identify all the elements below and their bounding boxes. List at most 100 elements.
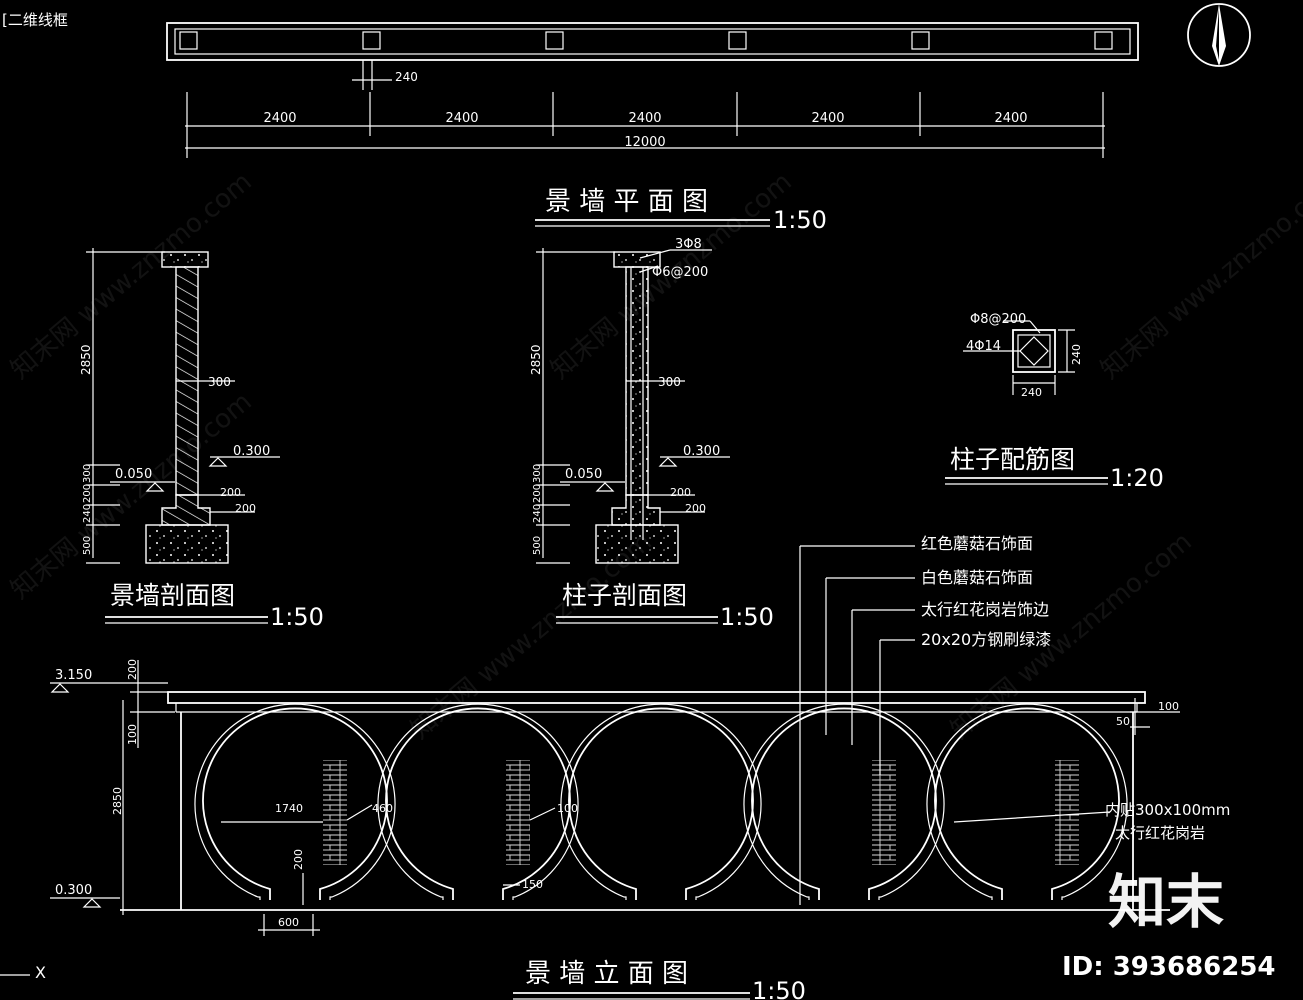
- wall-section-title: 景墙剖面图: [110, 581, 235, 610]
- arch-edge-dim: 150: [522, 878, 543, 891]
- wall-step-dim: 200: [220, 486, 241, 499]
- column-height-dim: 2850: [529, 344, 543, 375]
- wall-width-dim: 300: [208, 375, 231, 389]
- level-marker-icon: [145, 482, 165, 492]
- level-marker-icon: [658, 457, 678, 467]
- plan-title: 景 墙 平 面 图: [545, 187, 708, 217]
- material-leader-label: 太行红花岗岩饰边: [921, 600, 1049, 619]
- level-marker-icon: [208, 457, 228, 467]
- arch-opening: [926, 703, 1128, 900]
- column-left-dim: 200: [532, 484, 543, 503]
- level-marker-icon: [595, 482, 615, 492]
- north-arrow-icon: [1187, 3, 1251, 67]
- plan-span-dim: 2400: [263, 111, 296, 126]
- material-leader-label: 20x20方钢刷绿漆: [921, 630, 1051, 649]
- plan-span-dim: 2400: [628, 111, 661, 126]
- material-leader-label: 白色蘑菇石饰面: [921, 568, 1033, 587]
- viewport-label[interactable]: [二维线框: [2, 11, 68, 29]
- ucs-x-label: X: [35, 963, 46, 982]
- rebar-width-dim: 240: [1021, 386, 1042, 399]
- elev-height-dim: 2850: [111, 787, 124, 815]
- elevation-title: 景 墙 立 面 图: [525, 959, 688, 989]
- arch-opening: 100 150: [377, 703, 579, 900]
- column-section: 3Φ8 Φ6@200 2850 300 200 240 500 300 0.30…: [529, 237, 774, 631]
- ucs-icon: X: [0, 963, 46, 982]
- column-step-dim: 200: [670, 486, 691, 499]
- wall-level-ground: 0.050: [115, 467, 152, 482]
- column-level-ground: 0.050: [565, 467, 602, 482]
- plan-total-dim: 12000: [624, 135, 665, 150]
- plan-post: [362, 31, 381, 50]
- plan-scale: 1:50: [773, 206, 827, 234]
- wall-section-scale: 1:50: [270, 603, 324, 631]
- watermark-text: 知末网 www.znzmo.com: [5, 167, 257, 386]
- plan-view: 240 2400 2400 2400 2400 2400 12000 景 墙 平…: [166, 22, 1139, 234]
- granite-note-line1: 内贴300x100mm: [1105, 801, 1230, 819]
- rebar-depth-dim: 240: [1070, 344, 1083, 365]
- column-footing: [595, 524, 679, 564]
- plan-span-dim: 2400: [994, 111, 1027, 126]
- granite-note-line2: 太行红花岗岩: [1115, 824, 1205, 842]
- wall-level-top: 0.300: [233, 444, 270, 459]
- elev-right-dim: 50: [1116, 715, 1130, 728]
- elevation-cap: [167, 691, 1146, 704]
- brand-logo: 知末: [1108, 868, 1224, 936]
- column-rebar-main: 3Φ8: [675, 237, 702, 252]
- material-leader-label: 红色蘑菇石饰面: [921, 534, 1033, 553]
- level-marker-icon: [50, 683, 70, 693]
- wall-height-dim: 2850: [79, 344, 93, 375]
- column-step-dim: 200: [685, 502, 706, 515]
- plan-post: [545, 31, 564, 50]
- rebar-scale: 1:20: [1110, 464, 1164, 492]
- plan-outline: [166, 22, 1139, 61]
- rebar-stirrup-label: Φ8@200: [970, 312, 1026, 327]
- arch-border-dim: 460: [372, 802, 393, 815]
- plan-post: [911, 31, 930, 50]
- arch-opening: [743, 703, 945, 900]
- elevation-scale: 1:50: [752, 977, 806, 1000]
- wall-step-dim: 200: [235, 502, 256, 515]
- plan-span-dim: 2400: [445, 111, 478, 126]
- arch-diameter-dim: 1740: [275, 802, 303, 815]
- elev-band-dim: 100: [126, 724, 139, 745]
- wall-left-dim: 240: [82, 504, 93, 523]
- column-left-dim: 240: [532, 504, 543, 523]
- level-marker-icon: [82, 898, 102, 908]
- elev-cap-dim: 200: [126, 659, 139, 680]
- arch-opening: 1740 460 200 600: [194, 703, 396, 936]
- elev-level-bottom: 0.300: [55, 883, 92, 898]
- wall-left-dim: 300: [82, 464, 93, 483]
- watermark-text: 知末网 www.znzmo.com: [1095, 167, 1303, 386]
- brand-id: ID: 393686254: [1062, 952, 1276, 982]
- wall-left-dim: 200: [82, 484, 93, 503]
- plan-post-dim: 240: [395, 70, 418, 84]
- plan-post: [1094, 31, 1113, 50]
- column-rebar-detail: Φ8@200 4Φ14 240 240 柱子配筋图 1:20: [945, 312, 1164, 492]
- plan-post: [728, 31, 747, 50]
- column-left-dim: 300: [532, 464, 543, 483]
- wall-section: 2850 300 200 240 500 300 0.300 0.050 200…: [79, 248, 324, 631]
- elevation-view: 1740 460 200 600 100 150: [50, 534, 1230, 1000]
- column-width-dim: 300: [658, 375, 681, 389]
- arch-foot-height-dim: 200: [292, 849, 305, 870]
- arch-opening: [560, 703, 762, 900]
- wall-cap: [161, 251, 209, 268]
- plan-post: [179, 31, 198, 50]
- arch-foot-width-dim: 600: [278, 916, 299, 929]
- elev-level-top: 3.150: [55, 668, 92, 683]
- plan-span-dim: 2400: [811, 111, 844, 126]
- column-level-top: 0.300: [683, 444, 720, 459]
- column-section-title: 柱子剖面图: [562, 581, 687, 610]
- wall-footing: [145, 524, 229, 564]
- wall-left-dim: 500: [82, 536, 93, 555]
- elev-right-dim: 100: [1158, 700, 1179, 713]
- column-rebar-stirrup: Φ6@200: [652, 265, 708, 280]
- column-footing-step: [611, 494, 661, 526]
- rebar-title: 柱子配筋图: [950, 445, 1075, 474]
- plan-inner-outline: [174, 28, 1131, 55]
- wall-footing-step: [161, 494, 211, 526]
- arch-ring-dim: 100: [557, 802, 578, 815]
- column-left-dim: 500: [532, 536, 543, 555]
- rebar-main-label: 4Φ14: [966, 339, 1001, 354]
